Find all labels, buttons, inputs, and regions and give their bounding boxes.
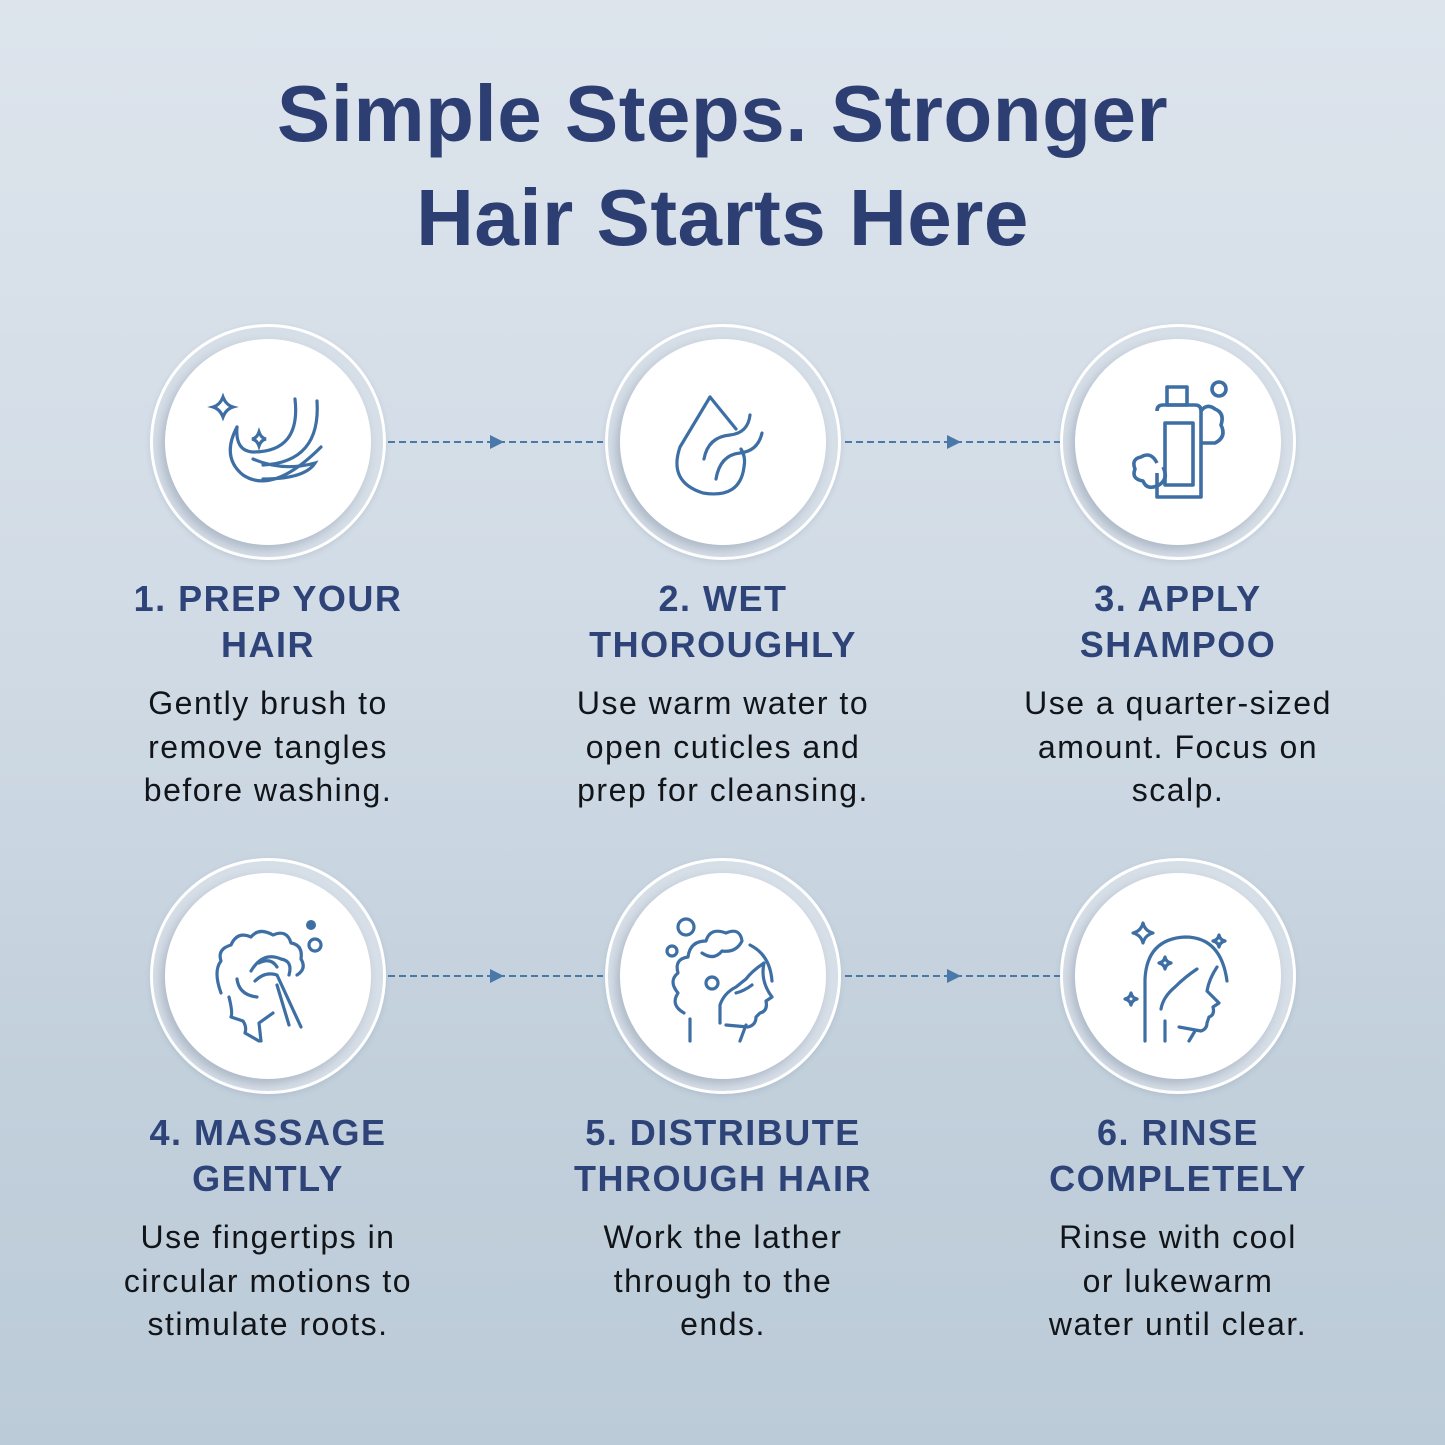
shampoo-bottle-icon	[1132, 380, 1228, 499]
step-description: Use fingertips in circular motions to st…	[38, 1216, 498, 1347]
step-description-line: ends.	[680, 1306, 766, 1342]
step-heading-line: THROUGH HAIR	[574, 1158, 872, 1199]
step-heading: 1. PREP YOUR HAIR	[48, 576, 488, 668]
head-massage-icon	[215, 920, 323, 1043]
step-heading-line: GENTLY	[192, 1158, 344, 1199]
step-heading: 4. MASSAGE GENTLY	[48, 1110, 488, 1202]
step-connector-arrow-4-5	[388, 969, 603, 983]
step-description-line: open cuticles and	[585, 728, 861, 765]
step-description: Use warm water to open cuticles and prep…	[493, 682, 953, 813]
page-title: Simple Steps. Stronger Hair Starts Here	[0, 62, 1445, 270]
dashed-arrow-icon	[388, 435, 603, 449]
step-heading-line: THOROUGHLY	[589, 624, 857, 665]
step-heading-line: HAIR	[221, 624, 315, 665]
step-description-line: Gently brush to	[148, 685, 388, 721]
lathered-head-icon	[665, 917, 774, 1043]
page-title-line-2: Hair Starts Here	[416, 173, 1029, 262]
step-description: Work the lather through to the ends.	[493, 1216, 953, 1347]
step-description-line: scalp.	[1131, 772, 1225, 808]
step-description-line: amount. Focus on	[1037, 728, 1319, 765]
step-heading-line: 4. MASSAGE	[149, 1112, 387, 1153]
step-icon-badge	[1060, 324, 1296, 560]
step-heading: 5. DISTRIBUTE THROUGH HAIR	[503, 1110, 943, 1202]
clean-hair-sparkle-icon	[1123, 921, 1229, 1043]
step-description-line: remove tangles	[148, 728, 388, 765]
dashed-arrow-icon	[845, 435, 1060, 449]
dashed-arrow-icon	[845, 969, 1060, 983]
step-heading: 3. APPLY SHAMPOO	[958, 576, 1398, 668]
step-description-line: through to the	[613, 1262, 833, 1299]
step-description-line: prep for cleansing.	[577, 772, 869, 808]
step-connector-arrow-2-3	[845, 435, 1060, 449]
step-icon-badge	[1060, 858, 1296, 1094]
step-description-line: circular motions to	[123, 1262, 413, 1299]
step-heading-line: 3. APPLY	[1094, 578, 1262, 619]
step-connector-arrow-1-2	[388, 435, 603, 449]
step-heading-line: 1. PREP YOUR	[133, 578, 403, 619]
step-description-line: Use warm water to	[576, 685, 870, 721]
step-icon-badge	[605, 324, 841, 560]
step-heading: 6. RINSE COMPLETELY	[958, 1110, 1398, 1202]
step-description-line: water until clear.	[1048, 1306, 1308, 1342]
step-heading-line: 2. WET	[658, 578, 788, 619]
water-drop-hair-icon	[675, 395, 764, 496]
step-heading-line: 6. RINSE	[1096, 1112, 1260, 1153]
step-description-line: Use fingertips in	[140, 1219, 396, 1255]
step-description-line: Work the lather	[603, 1219, 843, 1255]
dashed-arrow-icon	[388, 969, 603, 983]
step-connector-arrow-5-6	[845, 969, 1060, 983]
step-icon-badge	[150, 858, 386, 1094]
step-icon-badge	[605, 858, 841, 1094]
step-icon-badge	[150, 324, 386, 560]
hair-strands-sparkle-icon	[207, 392, 323, 483]
step-description-line: or lukewarm	[1082, 1262, 1274, 1299]
step-description: Gently brush to remove tangles before wa…	[38, 682, 498, 813]
step-description: Use a quarter-sized amount. Focus on sca…	[948, 682, 1408, 813]
step-description-line: Rinse with cool	[1059, 1219, 1297, 1255]
step-description-line: before washing.	[143, 772, 393, 808]
page-title-line-1: Simple Steps. Stronger	[276, 69, 1169, 158]
step-heading: 2. WET THOROUGHLY	[503, 576, 943, 668]
step-description-line: stimulate roots.	[147, 1306, 389, 1342]
step-heading-line: SHAMPOO	[1079, 624, 1277, 665]
step-heading-line: 5. DISTRIBUTE	[585, 1112, 861, 1153]
step-description-line: Use a quarter-sized	[1024, 685, 1332, 721]
step-heading-line: COMPLETELY	[1049, 1158, 1307, 1199]
step-description: Rinse with cool or lukewarm water until …	[948, 1216, 1408, 1347]
